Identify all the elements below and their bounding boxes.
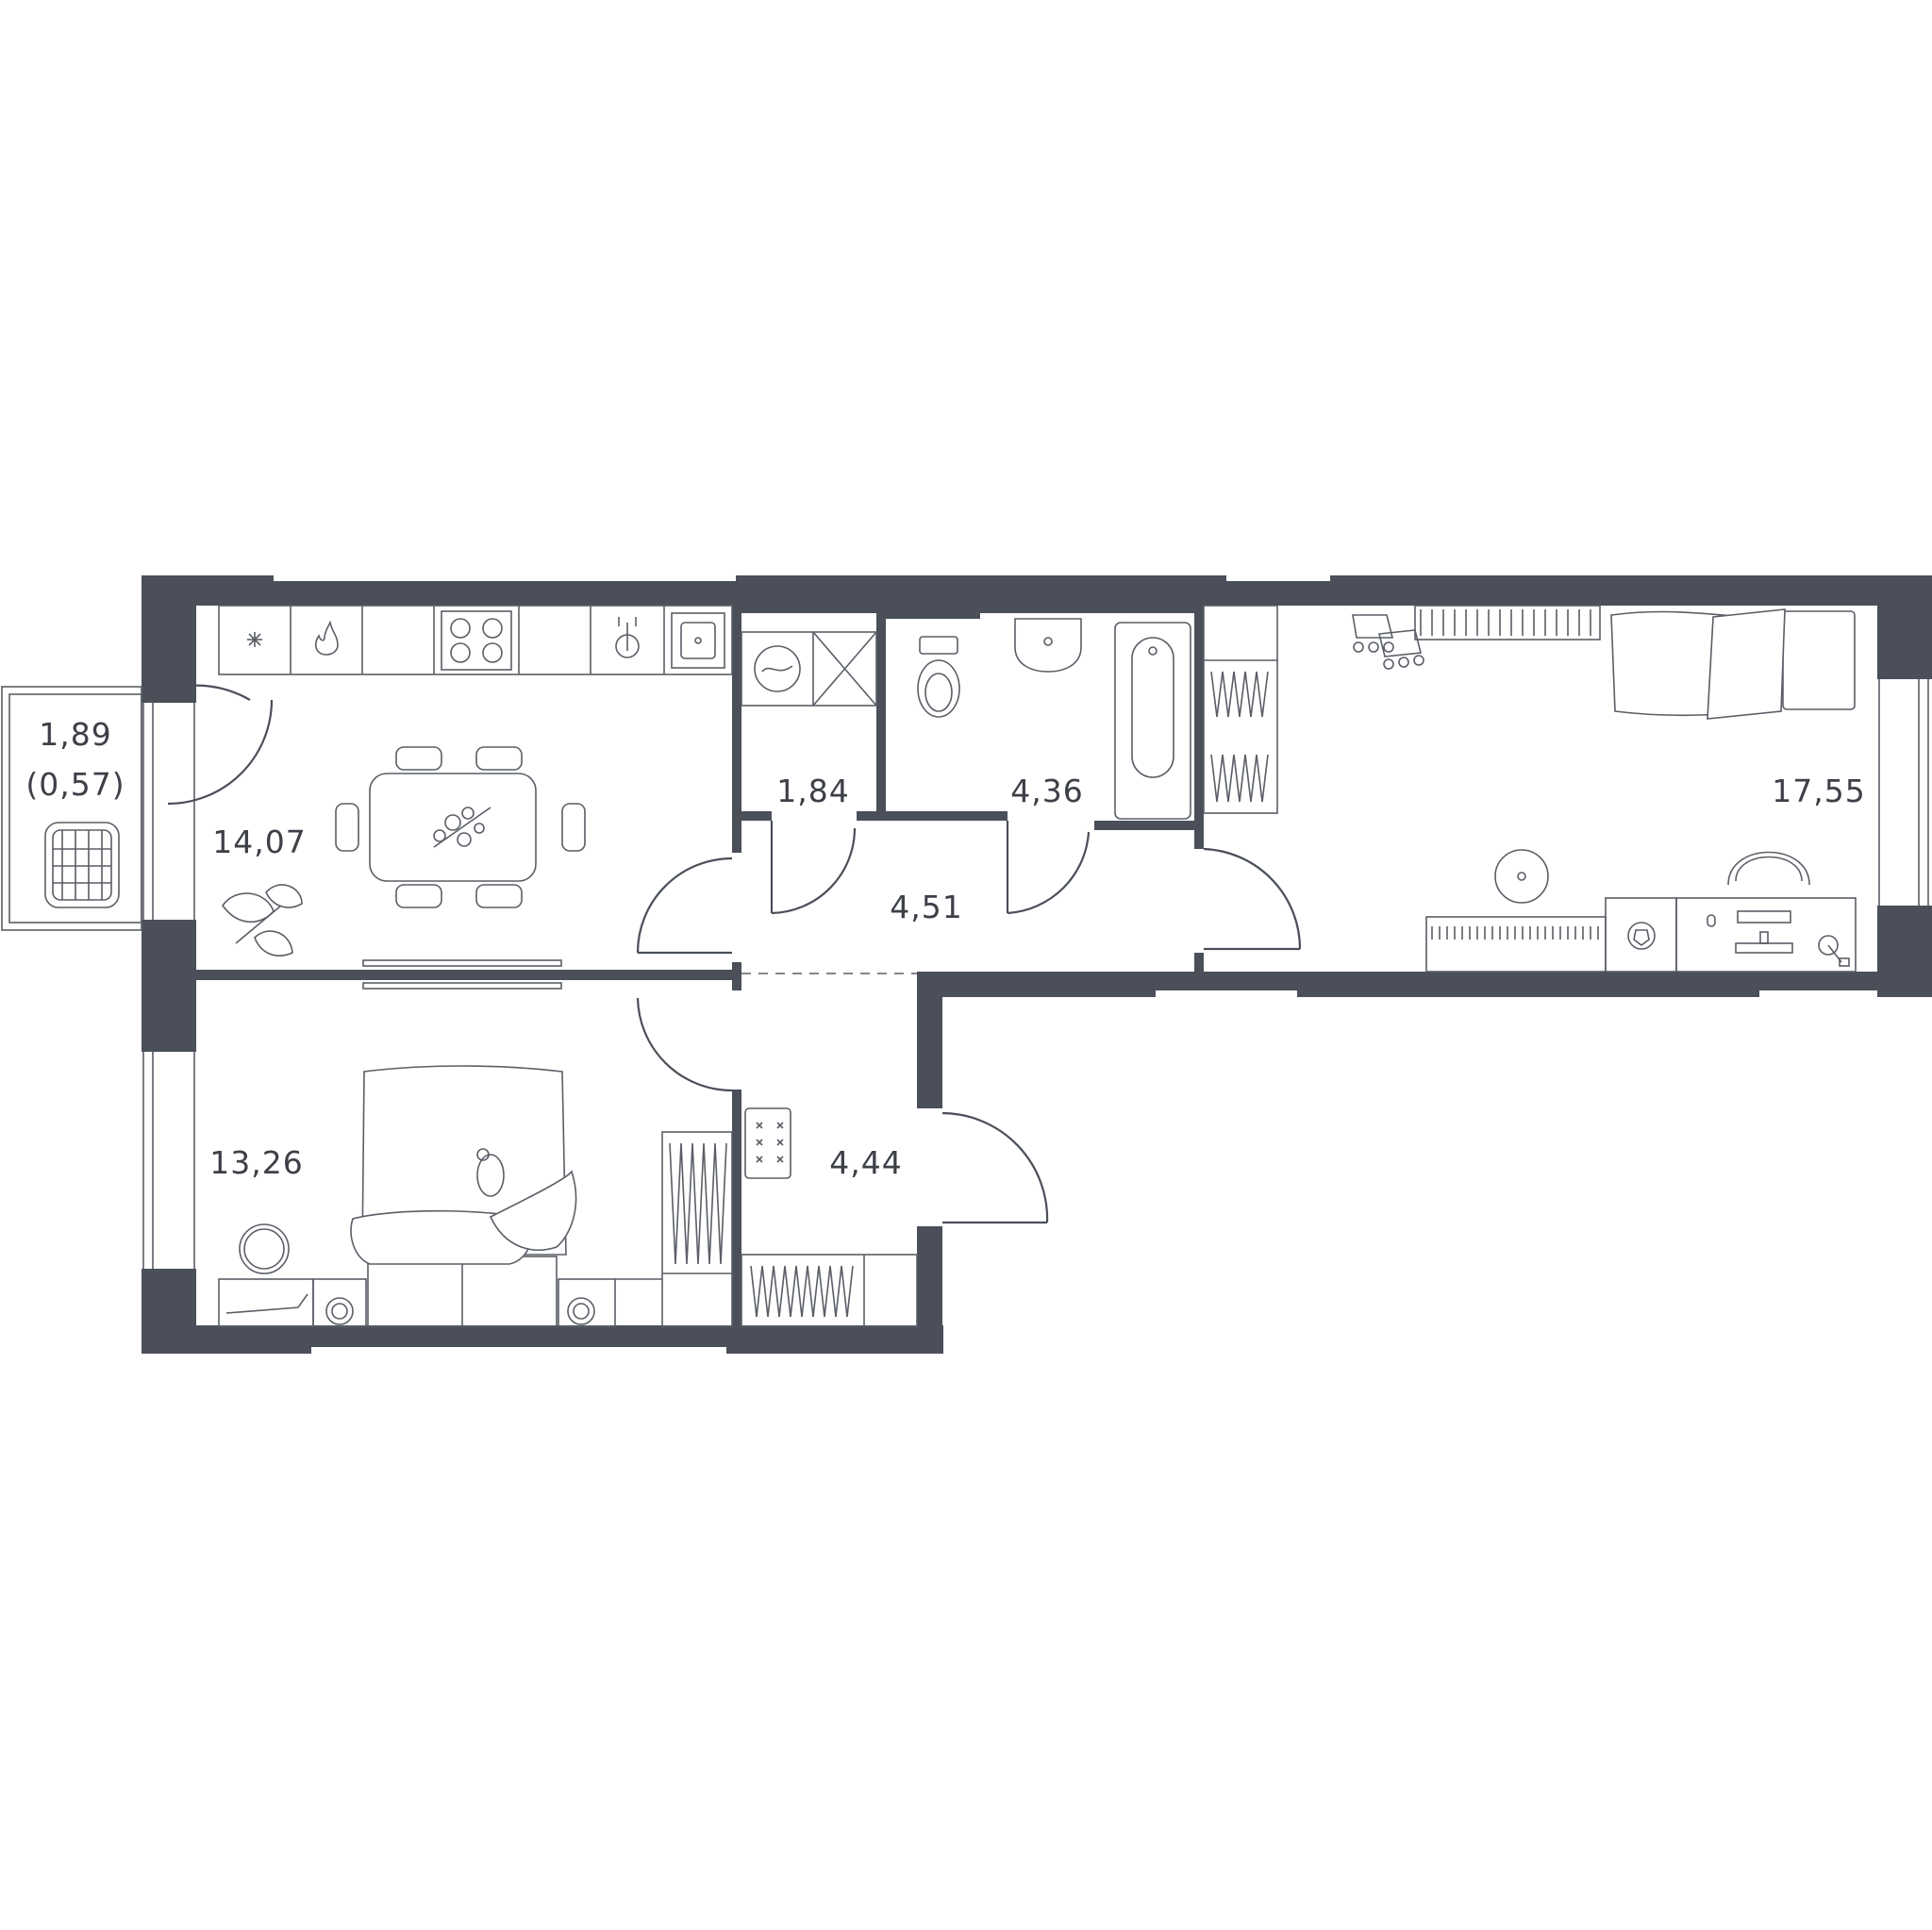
plant-icon — [222, 884, 303, 957]
entry-hall-area: 4,44 — [829, 1144, 902, 1181]
right-lamp-icon — [567, 1297, 595, 1325]
snowflake-icon — [247, 632, 262, 647]
wardrobe-bedroom-small — [661, 1131, 733, 1327]
laundry-area: 1,84 — [776, 773, 849, 809]
washing-machine-icon — [754, 645, 801, 692]
balcony-area: 1,89 — [39, 716, 111, 753]
balcony-area-secondary: (0,57) — [25, 766, 125, 803]
windows — [142, 575, 1932, 1354]
hallway-area: 4,51 — [890, 889, 962, 925]
laundry-basket-icon — [44, 822, 120, 908]
nightstand-right — [312, 1278, 616, 1327]
kitchen-living-area: 14,07 — [212, 824, 306, 860]
laundry-room — [741, 631, 877, 707]
bedroom-small-furniture — [218, 1065, 733, 1327]
doors — [636, 821, 1302, 1224]
nightstand-left — [218, 1278, 314, 1327]
bathroom-area: 4,36 — [1010, 773, 1083, 809]
bedroom-small-area: 13,26 — [209, 1144, 303, 1181]
bedroom-large-area: 17,55 — [1772, 773, 1865, 809]
sink-icon — [671, 612, 725, 669]
sliding-door — [362, 959, 562, 990]
bathroom — [917, 618, 1191, 820]
shoe-cabinet-icon — [744, 1107, 791, 1179]
bathtub-icon — [1114, 622, 1191, 820]
football-icon — [1627, 922, 1656, 950]
lamp-icon — [1818, 935, 1850, 967]
left-lamp-icon — [325, 1297, 354, 1325]
area-labels: 1,89 (0,57) 14,07 1,84 4,36 4,51 17,55 1… — [25, 716, 1865, 1181]
round-rug-icon — [1494, 849, 1549, 904]
rollerblades-icon — [1352, 614, 1424, 670]
wardrobe-bedroom-large — [1203, 605, 1278, 814]
interior-walls — [196, 606, 1204, 1330]
round-rug-small-icon — [239, 1223, 290, 1274]
cat-icon — [476, 1148, 505, 1197]
office-chair-icon — [1727, 851, 1810, 886]
bed-small — [350, 1065, 577, 1327]
cooktop-icon — [441, 610, 512, 671]
desk-large — [1425, 851, 1857, 973]
dining-table — [335, 746, 586, 908]
bed-large — [1414, 605, 1856, 720]
entry-hall-furniture — [741, 1107, 918, 1327]
flowers-icon — [433, 807, 491, 848]
mouse-icon — [1707, 914, 1716, 927]
faucet-icon — [615, 617, 640, 658]
washbasin-icon — [1014, 618, 1082, 673]
toilet-icon — [917, 636, 960, 718]
balcony — [1, 684, 274, 931]
computer-icon — [1735, 910, 1793, 954]
kitchen-counter — [218, 605, 733, 675]
wardrobe-entry — [741, 1254, 918, 1327]
flame-icon — [314, 620, 339, 656]
dryer-icon — [812, 631, 877, 707]
